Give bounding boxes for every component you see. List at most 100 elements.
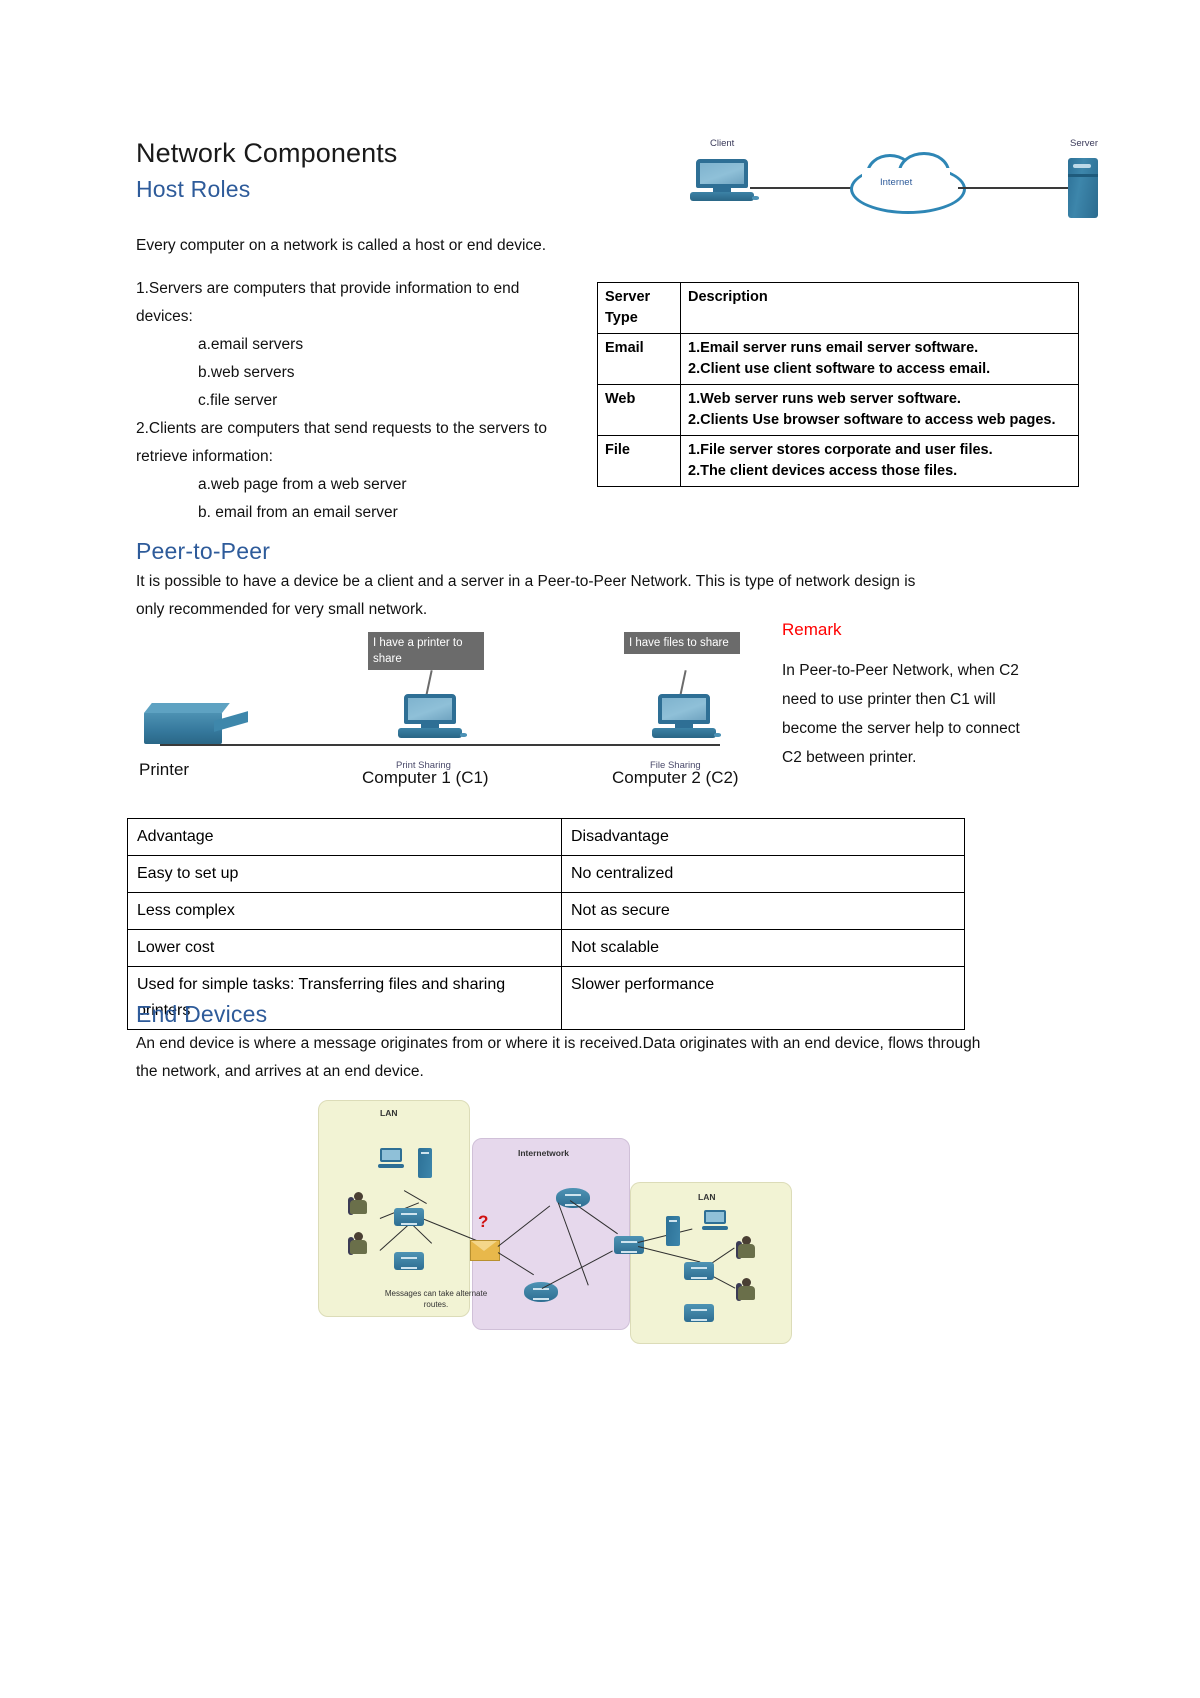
header-advantage: Advantage (127, 818, 562, 856)
monitor-screen (658, 694, 710, 724)
monitor-neck (674, 723, 694, 730)
figure-label-server: Server (1070, 138, 1098, 149)
desc-line: 2.Client use client software to access e… (688, 361, 991, 377)
speech-bubble-printer: I have a printer to share (368, 632, 484, 670)
monitor-screen (380, 1148, 402, 1162)
remark-body: In Peer-to-Peer Network, when C2 need to… (782, 662, 1020, 766)
page-title: Network Components (136, 138, 398, 168)
monitor-base (689, 191, 755, 201)
zone-label-lan-right: LAN (698, 1192, 716, 1202)
label-printer: Printer (139, 760, 190, 779)
mouse-icon (752, 196, 760, 201)
list-item-email-servers: a.email servers (198, 336, 304, 353)
head (354, 1192, 363, 1201)
cell-disadvantage: Not as secure (561, 892, 965, 930)
label-computer1: Computer 1 (C1) (362, 768, 489, 787)
cell-server-type: Email (597, 333, 681, 385)
monitor-base (701, 1225, 729, 1230)
mouse-icon (460, 733, 468, 738)
head (742, 1236, 751, 1245)
head (742, 1278, 751, 1287)
monitor-screen (404, 694, 456, 724)
link-cloud-server (958, 187, 1076, 189)
computer1-icon (397, 694, 468, 738)
cell-advantage: Used for simple tasks: Transferring file… (127, 966, 562, 1030)
monitor-neck (420, 723, 440, 730)
lan-left-switch (394, 1208, 424, 1226)
zone-label-internetwork: Internetwork (518, 1148, 570, 1158)
table-row: Less complex Not as secure (127, 892, 965, 930)
printer-tray (214, 711, 248, 732)
list-item-email-from: b. email from an email server (198, 504, 398, 521)
label-file-sharing: File Sharing (650, 760, 701, 771)
desc-line: 2.Clients Use browser software to access… (688, 412, 1056, 428)
computer2-icon (651, 694, 722, 738)
cell-description: 1.Web server runs web server software. 2… (680, 384, 1079, 436)
host-roles-list: 1.Servers are computers that provide inf… (136, 275, 566, 527)
cell-description: 1.Email server runs email server softwar… (680, 333, 1079, 385)
figure-note: Messages can take alternate routes. (384, 1289, 488, 1309)
server-band (1068, 173, 1098, 177)
remark-title: Remark (782, 620, 842, 639)
router-top (556, 1188, 590, 1208)
lan-right-server (666, 1216, 680, 1246)
head (354, 1232, 363, 1241)
header-server-type: Server Type (597, 282, 681, 334)
lan-left-server (418, 1148, 432, 1178)
cell-server-type: File (597, 435, 681, 487)
table-row: Email 1.Email server runs email server s… (597, 333, 1079, 385)
speech-bubble-files: I have files to share (624, 632, 740, 654)
lan-right-computer (701, 1210, 729, 1230)
desc-line: 1.Web server runs web server software. (688, 391, 961, 407)
peer-to-peer-paragraph: It is possible to have a device be a cli… (136, 573, 916, 618)
table-row: Easy to set up No centralized (127, 855, 965, 893)
torso (350, 1200, 367, 1214)
monitor-base (651, 728, 717, 738)
monitor-screen (696, 159, 748, 188)
table-header-row: Advantage Disadvantage (127, 818, 965, 856)
server-type-table: Server Type Description Email 1.Email se… (597, 282, 1079, 487)
cell-disadvantage: Not scalable (561, 929, 965, 967)
label-print-sharing: Print Sharing (396, 760, 451, 771)
table-header-row: Server Type Description (597, 282, 1079, 334)
list-item-web-servers: b.web servers (198, 364, 295, 381)
printer-icon (144, 703, 248, 744)
router-right (614, 1236, 644, 1254)
advantage-disadvantage-table: Advantage Disadvantage Easy to set up No… (127, 818, 965, 1030)
torso (350, 1240, 367, 1254)
lan-right-user-1 (736, 1236, 758, 1260)
cell-disadvantage: No centralized (561, 855, 965, 893)
list-item-file-server: c.file server (198, 392, 278, 409)
torso (738, 1286, 755, 1300)
label-computer2: Computer 2 (C2) (612, 768, 739, 787)
cell-advantage: Easy to set up (127, 855, 562, 893)
cell-description: 1.File server stores corporate and user … (680, 435, 1079, 487)
table-row: File 1.File server stores corporate and … (597, 435, 1079, 487)
torso (738, 1244, 755, 1258)
header-description: Description (680, 282, 1079, 334)
remark-block: Remark In Peer-to-Peer Network, when C2 … (782, 620, 1042, 772)
list-item-web-page: a.web page from a web server (198, 476, 407, 493)
end-devices-paragraph: An end device is where a message origina… (136, 1035, 981, 1080)
server-slot (1072, 164, 1092, 169)
heading-end-devices: End Devices (136, 1001, 268, 1027)
bubble-tail-2 (679, 670, 687, 696)
lan-left-computer (377, 1148, 405, 1168)
figure-peer-to-peer: I have a printer to share I have files t… (136, 632, 776, 792)
list-item-servers: 1.Servers are computers that provide inf… (136, 280, 520, 325)
link-client-cloud (750, 187, 855, 189)
table-row: Lower cost Not scalable (127, 929, 965, 967)
figure-label-internet: Internet (880, 177, 913, 188)
cloud-fill (862, 168, 950, 200)
network-bus-line (160, 744, 720, 746)
cell-advantage: Less complex (127, 892, 562, 930)
mouse-icon (714, 733, 722, 738)
lan-right-switch (684, 1262, 714, 1280)
monitor-screen (704, 1210, 726, 1224)
lan-left-user-2 (348, 1232, 370, 1256)
cell-disadvantage: Slower performance (561, 966, 965, 1030)
cell-advantage: Lower cost (127, 929, 562, 967)
monitor-base (377, 1163, 405, 1168)
question-mark-icon: ? (478, 1212, 489, 1231)
lan-left-switch-2 (394, 1252, 424, 1270)
